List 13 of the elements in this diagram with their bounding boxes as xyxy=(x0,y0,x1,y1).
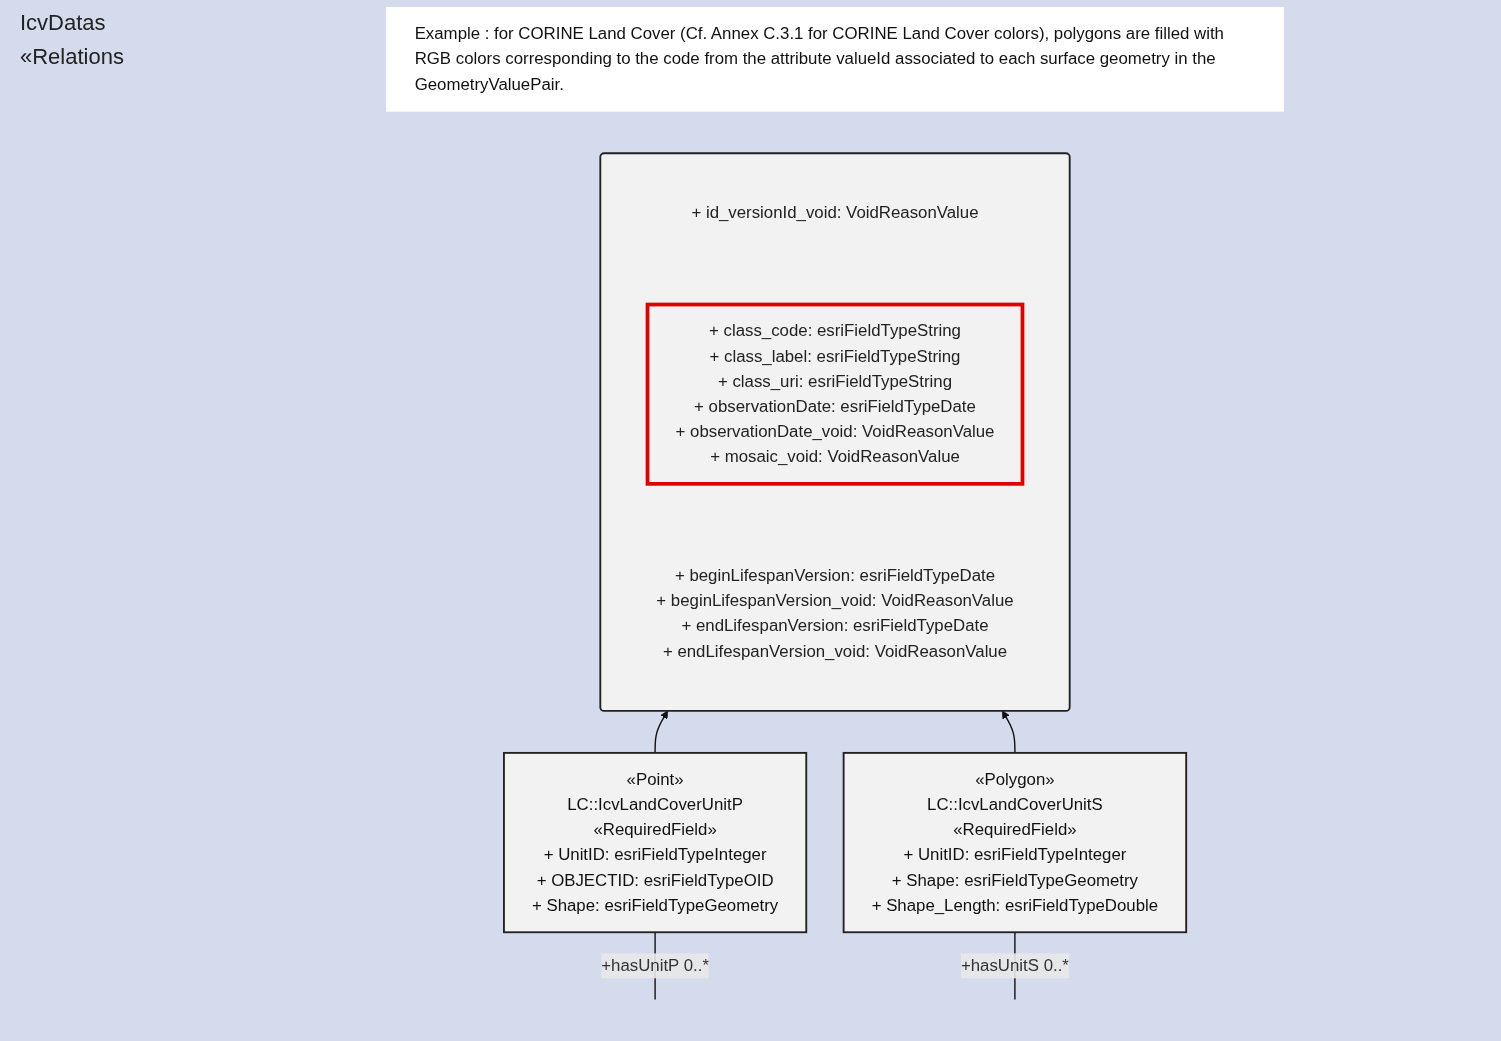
edge-label: +hasUnitP 0..* xyxy=(601,956,709,975)
node-box: «Point» LC::IcvLandCoverUnitP «RequiredField» + UnitID: esriFieldTypeInteger + OBJECTID: esriFieldTypeOID + Shape: esriFieldTypeGeometry xyxy=(503,751,808,934)
node-box: «Polygon» LC::IcvLandCoverUnitS «RequiredField» + UnitID: esriFieldTypeInteger + Shape: esriFieldTypeGeometry + Shape_Length: esriFieldTypeDouble xyxy=(842,751,1188,934)
node-box: + class_code: esriFieldTypeString + class_label: esriFieldTypeString + class_uri: esriFieldTypeString + observationDate: esriFieldTypeDate + observationDate_void: VoidReasonValue + mosaic_void: VoidReasonValue xyxy=(645,302,1025,486)
cluster xyxy=(599,152,1071,712)
node-box: Example : for CORINE Land Cover (Cf. Annex C.3.1 for CORINE Land Cover colors), polygons are filled with RGB colors corresponding to the code from the attribute valueId associated to each surface geometry in the GeometryValuePair. xyxy=(386,7,1284,112)
edge-label: +hasUnitS 0..* xyxy=(960,956,1069,975)
arrow xyxy=(1001,710,1016,754)
association-label: IcvDatas xyxy=(20,10,107,36)
node-text: + beginLifespanVersion: esriFieldTypeDate + beginLifespanVersion_void: VoidReasonValue + endLifespanVersion: esriFieldTypeDate + endLifespanVersion_void: VoidReasonValue xyxy=(656,566,1014,661)
arrow xyxy=(654,710,669,754)
association-label: «Relations xyxy=(20,44,124,70)
node-text: + id_versionId_void: VoidReasonValue xyxy=(691,202,979,222)
